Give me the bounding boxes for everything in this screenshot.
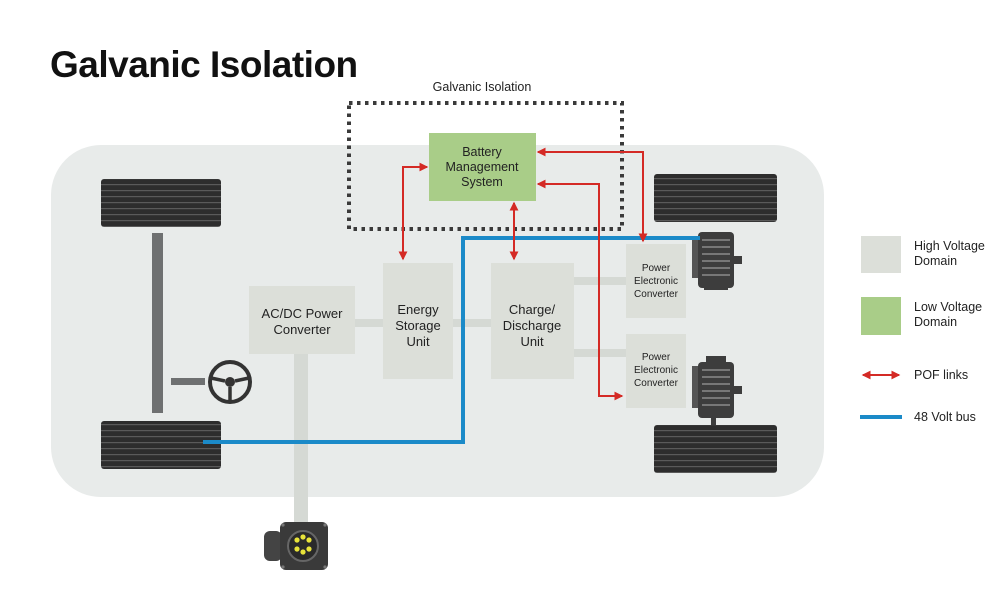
tire-front-right-top: [654, 174, 777, 222]
rear-axle-assembly: [101, 179, 221, 469]
steering-wheel-icon: [208, 360, 252, 404]
svg-text:48 Volt bus: 48 Volt bus: [914, 410, 976, 424]
tire-rear-left-bottom: [101, 421, 221, 469]
legend-swatch-low-voltage: [861, 297, 901, 335]
svg-text:POF links: POF links: [914, 368, 968, 382]
pof-link-bms-pec-top: [536, 147, 648, 243]
steering-column: [171, 378, 205, 385]
motor-icon-top: [692, 232, 742, 290]
charging-plug-icon: [264, 522, 328, 570]
legend-swatch-high-voltage: [861, 236, 901, 273]
pof-links: [398, 147, 648, 401]
pof-link-bms-energy-storage: [398, 162, 429, 261]
tire-rear-left-top: [101, 179, 221, 227]
page-title: Galvanic Isolation: [50, 44, 358, 85]
axle-vertical: [152, 233, 163, 413]
tire-front-right-bottom: [654, 425, 777, 473]
motor-icon-bottom: [692, 356, 742, 425]
galvanic-isolation-label: Galvanic Isolation: [433, 80, 532, 94]
pof-link-bms-pec-bottom: [536, 179, 624, 401]
